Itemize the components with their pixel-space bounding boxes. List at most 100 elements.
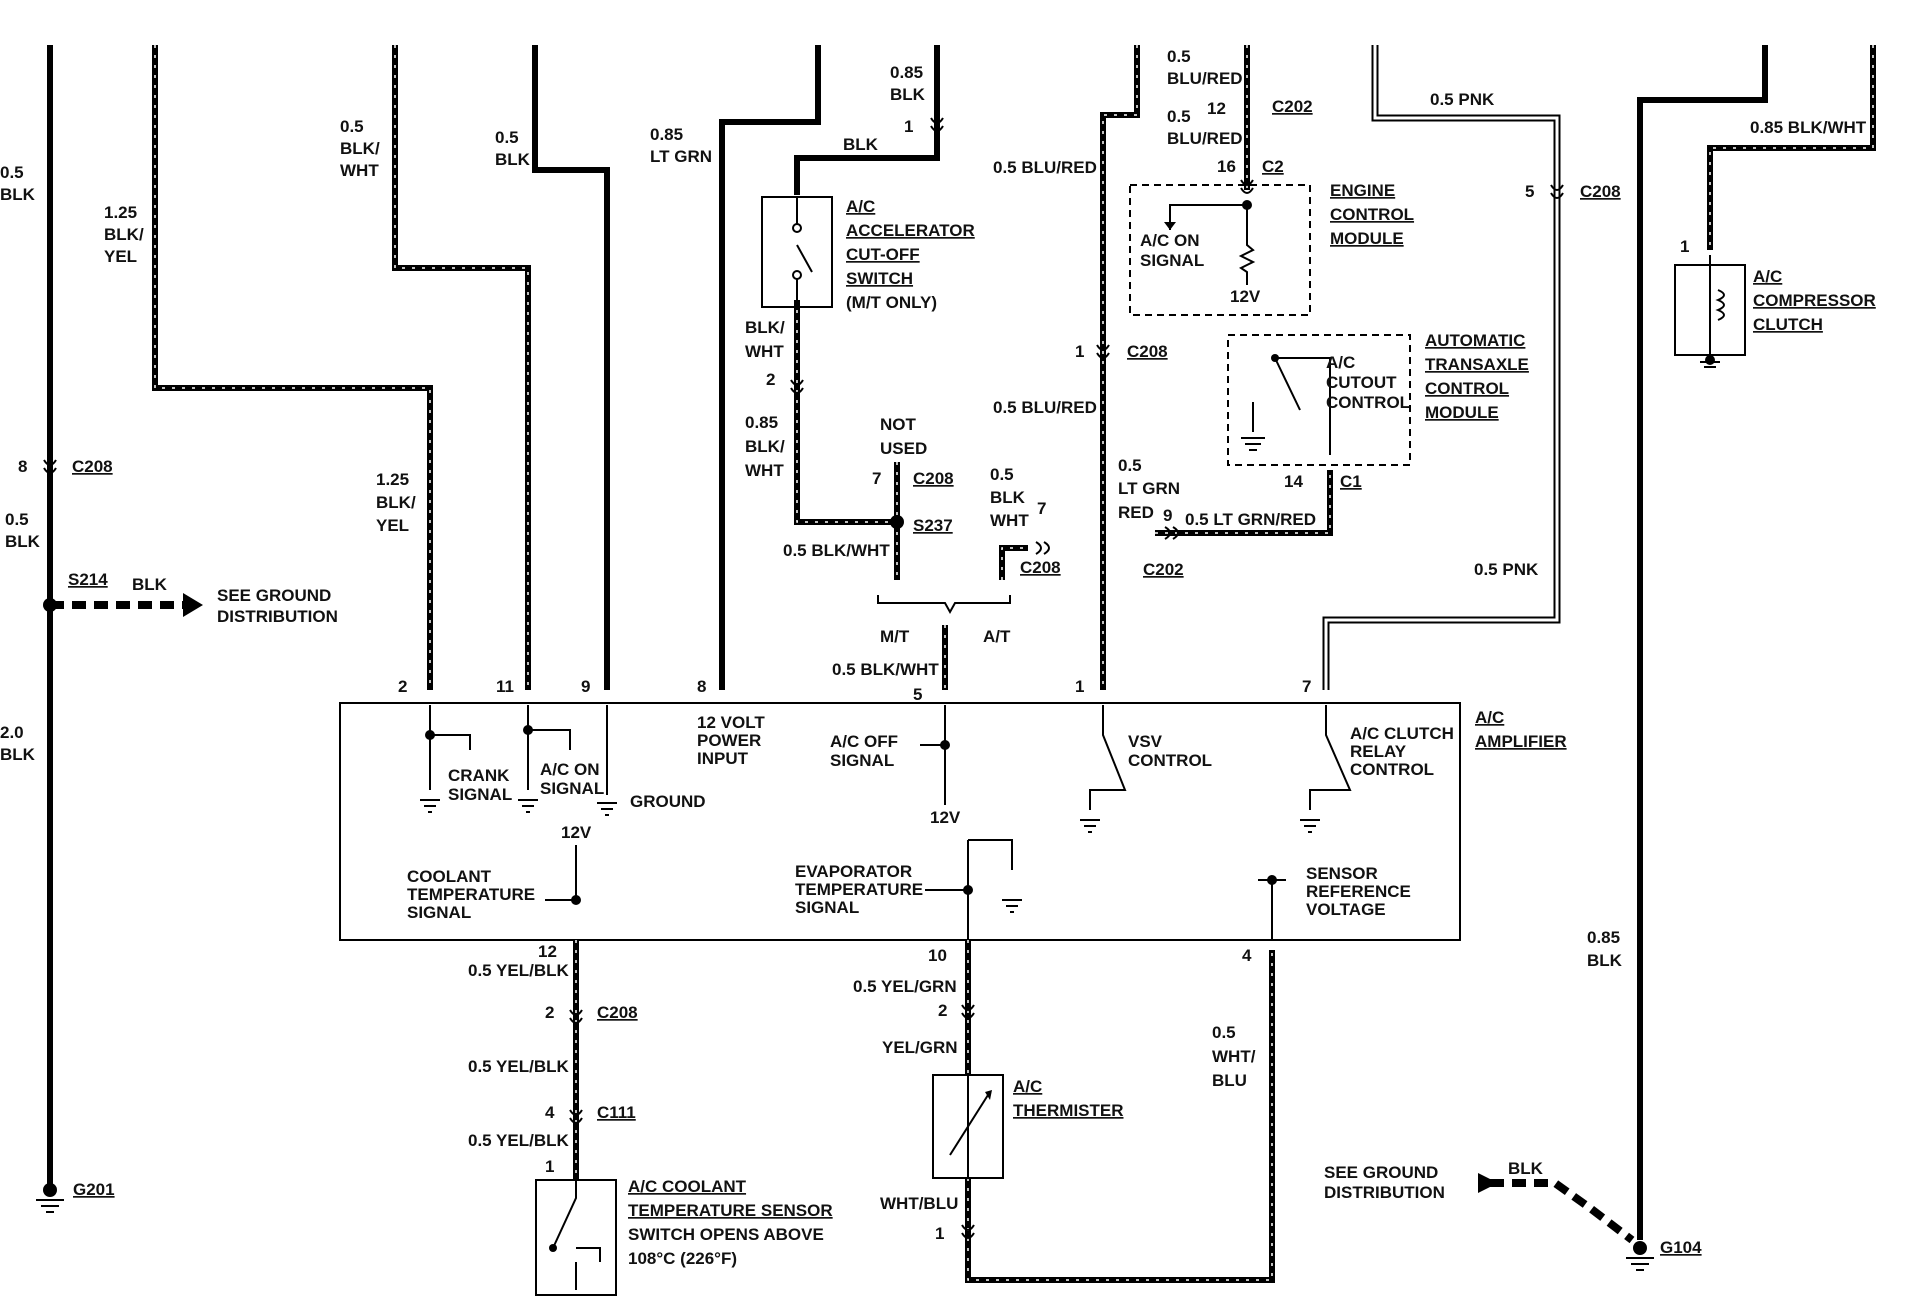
- splice-s214: [43, 598, 57, 612]
- label-b-c208: C208: [597, 1003, 638, 1022]
- label-tcm-s1: A/C: [1326, 353, 1355, 372]
- label-rb-w085: 0.85: [1587, 928, 1620, 947]
- label-b-p2b: 2: [938, 1001, 947, 1020]
- label-ref1: SENSOR: [1306, 864, 1378, 883]
- label-w6pin: 1: [904, 117, 913, 136]
- ac-amplifier-box: [339, 702, 1461, 941]
- wire-vsv: [1100, 45, 1140, 690]
- label-b-p4b: 4: [1242, 946, 1252, 965]
- label-c208-left: C208: [72, 457, 113, 476]
- label-mid-pin5: 5: [1525, 182, 1534, 201]
- label-mid-c208b: C208: [1580, 182, 1621, 201]
- tcm-box: [1227, 334, 1411, 466]
- label-comp-l1: A/C: [1753, 267, 1782, 286]
- label-left-blk: BLK: [5, 532, 41, 551]
- label-acoff1: A/C OFF: [830, 732, 898, 751]
- label-w2a: 1.25: [104, 203, 137, 222]
- label-ecm-sig2: SIGNAL: [1140, 251, 1204, 270]
- label-amp-p2: 2: [398, 677, 407, 696]
- label-cool1: COOLANT: [407, 867, 492, 886]
- label-switch-l2: ACCELERATOR: [846, 221, 975, 240]
- label-b-yelblk2: 0.5 YEL/BLK: [468, 1057, 569, 1076]
- label-b-yelgrn2: YEL/GRN: [882, 1038, 958, 1057]
- label-switch-w085c: WHT: [745, 461, 784, 480]
- label-w6b: BLK: [890, 85, 926, 104]
- label-tcm-l2: TRANSAXLE: [1425, 355, 1529, 374]
- label-cool2: TEMPERATURE: [407, 885, 535, 904]
- label-tcm-c1: C1: [1340, 472, 1362, 491]
- ground-g104-icon: [1626, 1241, 1654, 1271]
- label-g104: G104: [1660, 1238, 1702, 1257]
- label-ref2: REFERENCE: [1306, 882, 1411, 901]
- label-b-p4: 4: [545, 1103, 555, 1122]
- label-mid-red: RED: [1118, 503, 1154, 522]
- label-ground: GROUND: [630, 792, 706, 811]
- label-crank-w-c: YEL: [376, 516, 409, 535]
- label-ecm-l2: CONTROL: [1330, 205, 1414, 224]
- label-at-c208: C208: [1020, 558, 1061, 577]
- wire-blk-switch: [794, 45, 940, 195]
- label-vsv2: CONTROL: [1128, 751, 1212, 770]
- label-at-w3: WHT: [990, 511, 1029, 530]
- label-switch-w085b: BLK/: [745, 437, 785, 456]
- label-ecm-sig1: A/C ON: [1140, 231, 1200, 250]
- label-b-whtblu: WHT/BLU: [880, 1194, 958, 1213]
- label-cool3: SIGNAL: [407, 903, 471, 922]
- label-cts2: TEMPERATURE SENSOR: [628, 1201, 833, 1220]
- label-w9: 0.85 BLK/WHT: [1750, 118, 1867, 137]
- label-clutch2: RELAY: [1350, 742, 1407, 761]
- label-pwr2: POWER: [697, 731, 761, 750]
- label-rb-blk: BLK: [1587, 951, 1623, 970]
- mt-at-brace: [877, 595, 1011, 615]
- label-switch-l4: SWITCH: [846, 269, 913, 288]
- label-switch-l3: CUT-OFF: [846, 245, 920, 264]
- label-b-c111: C111: [597, 1103, 636, 1122]
- label-blk: BLK: [843, 135, 879, 154]
- label-acon2: SIGNAL: [540, 779, 604, 798]
- label-switch-l5: (M/T ONLY): [846, 293, 937, 312]
- label-clutch3: CONTROL: [1350, 760, 1434, 779]
- label-w4a: 0.5: [495, 128, 519, 147]
- wire-tcm: [1155, 470, 1333, 536]
- label-b-yelgrn: 0.5 YEL/GRN: [853, 977, 957, 996]
- label-cts1: A/C COOLANT: [628, 1177, 747, 1196]
- label-amp-p7: 7: [1302, 677, 1311, 696]
- label-w1b: BLK: [0, 185, 36, 204]
- splice-s237: [890, 515, 904, 529]
- internal-ground-icons: [420, 799, 1320, 913]
- label-amp-title2: AMPLIFIER: [1475, 732, 1567, 751]
- wire-power: [719, 45, 821, 690]
- label-pin8: 8: [18, 457, 27, 476]
- label-vsv1: VSV: [1128, 732, 1163, 751]
- label-b-yelblk3: 0.5 YEL/BLK: [468, 1131, 569, 1150]
- label-mid-w05: 0.5: [1118, 456, 1142, 475]
- label-comp-pin1: 1: [1680, 237, 1689, 256]
- label-distribution: DISTRIBUTION: [217, 607, 338, 626]
- label-w5a: 0.85: [650, 125, 683, 144]
- label-mid-c202: C202: [1143, 560, 1184, 579]
- label-mid-pin1: 1: [1075, 342, 1084, 361]
- label-s214: S214: [68, 570, 108, 589]
- label-see-ground: SEE GROUND: [217, 586, 331, 605]
- label-switch-pin2: 2: [766, 370, 775, 389]
- label-b-blu: BLU: [1212, 1071, 1247, 1090]
- label-b-p2: 2: [545, 1003, 554, 1022]
- label-b-wht: WHT/: [1212, 1047, 1256, 1066]
- amplifier-internals: [429, 705, 1352, 940]
- label-mid-pin9: 9: [1163, 506, 1172, 525]
- label-amp-title1: A/C: [1475, 708, 1504, 727]
- label-ecm-12v: 12V: [1230, 287, 1261, 306]
- label-tcm-s2: CUTOUT: [1326, 373, 1397, 392]
- label-tcm-pin14: 14: [1284, 472, 1303, 491]
- label-b-yelblk1: 0.5 YEL/BLK: [468, 961, 569, 980]
- label-w1: 0.5: [0, 163, 24, 182]
- label-amp-p9: 9: [581, 677, 590, 696]
- wire-ground-9: [532, 45, 610, 690]
- label-cts3: SWITCH OPENS ABOVE: [628, 1225, 824, 1244]
- ground-g201-icon: [36, 1183, 64, 1213]
- label-left-w05: 0.5: [5, 510, 29, 529]
- label-comp-l2: COMPRESSOR: [1753, 291, 1876, 310]
- label-crank-w-a: 1.25: [376, 470, 409, 489]
- label-mid-blured: 0.5 BLU/RED: [993, 398, 1097, 417]
- label-w20: 2.0: [0, 723, 24, 742]
